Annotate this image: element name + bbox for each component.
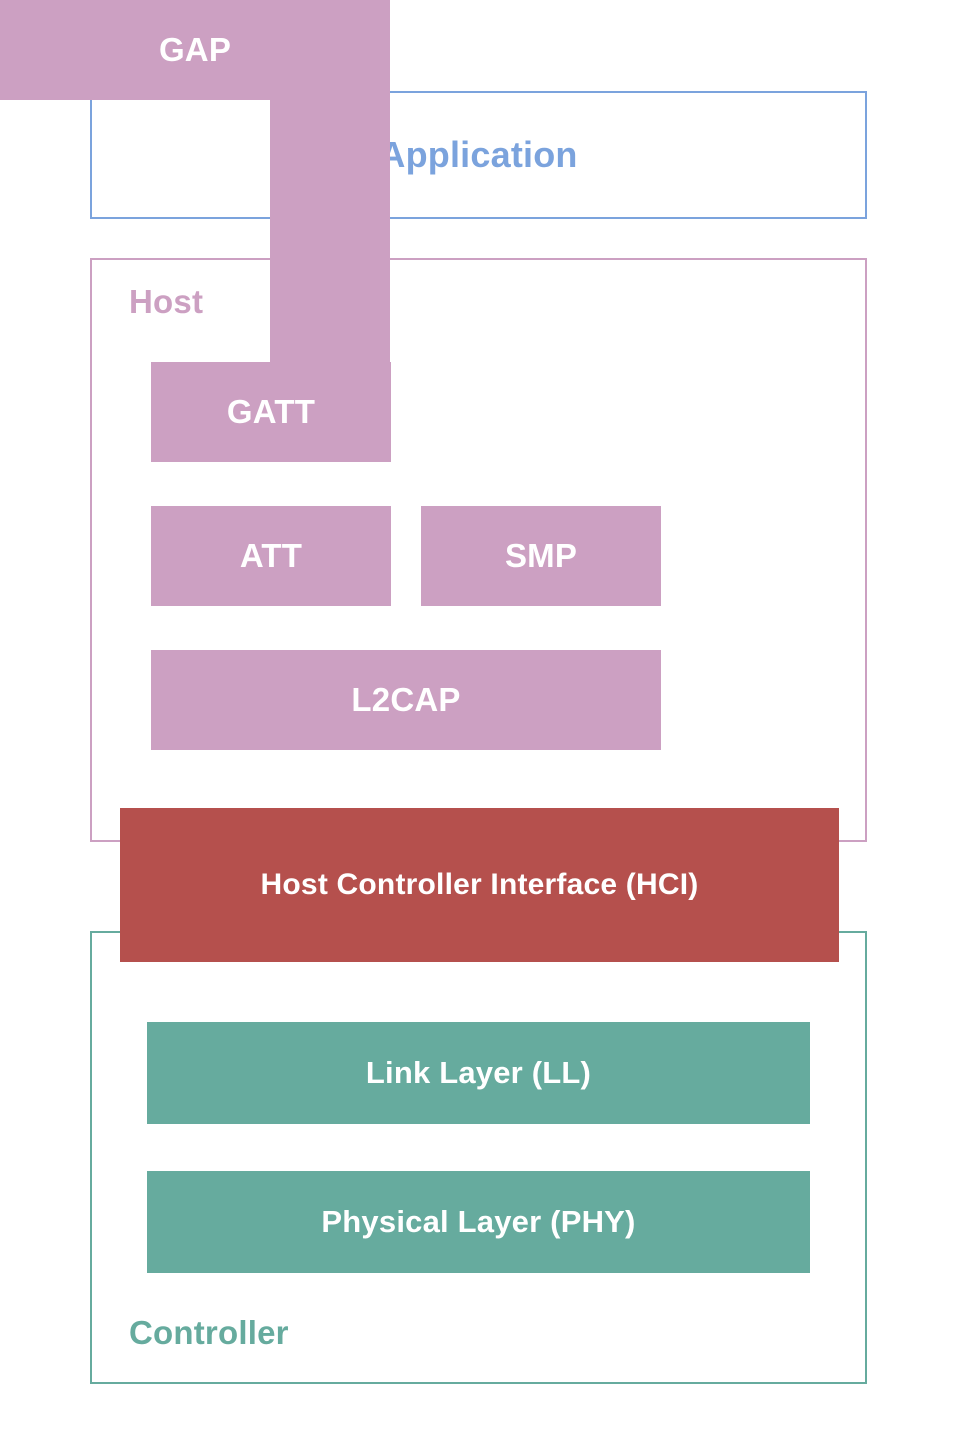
- controller-block-link-layer: Link Layer (LL): [147, 1022, 810, 1124]
- host-layer-label: Host: [129, 283, 204, 320]
- application-layer-frame: [90, 91, 867, 219]
- gap-column-segment: [270, 100, 390, 388]
- host-controller-interface-bar: Host Controller Interface (HCI): [120, 808, 839, 962]
- host-block-att: ATT: [151, 506, 391, 606]
- gap-top-segment: [0, 0, 390, 100]
- host-block-smp: SMP: [421, 506, 661, 606]
- controller-block-physical-layer: Physical Layer (PHY): [147, 1171, 810, 1273]
- host-block-l2cap: L2CAP: [151, 650, 661, 750]
- host-block-gap-label: GAP: [158, 31, 232, 68]
- host-block-gap: GAP: [0, 0, 390, 388]
- controller-layer-label: Controller: [129, 1314, 289, 1351]
- application-layer-label: Application: [379, 134, 578, 175]
